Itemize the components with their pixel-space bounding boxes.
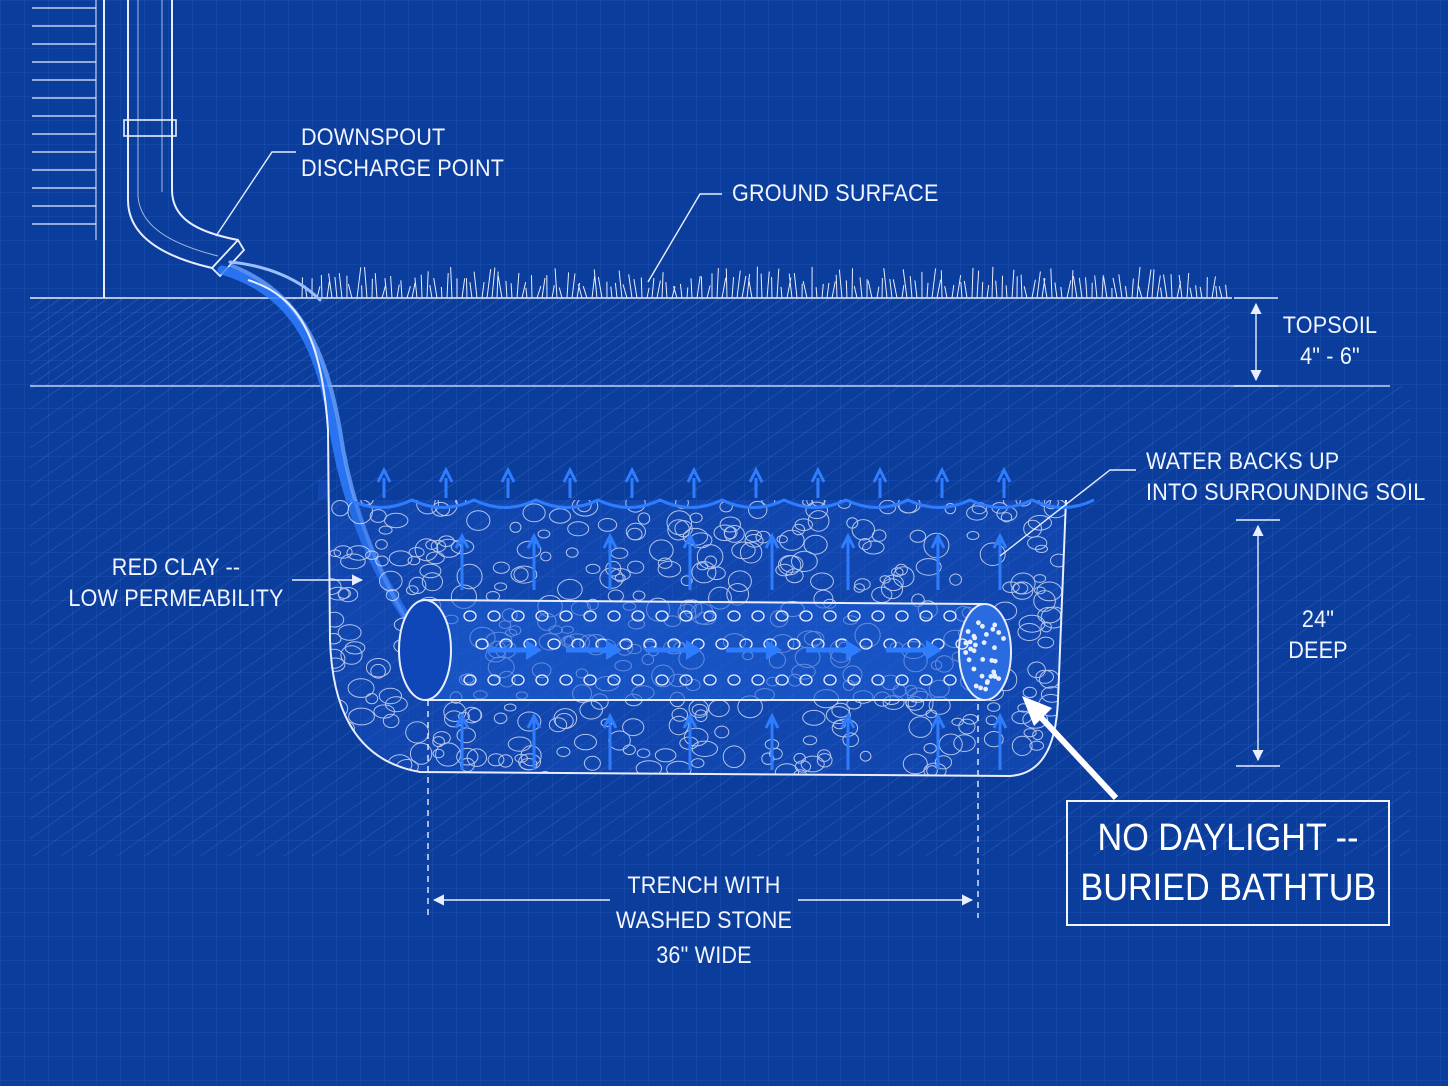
topsoil-dimension xyxy=(1234,297,1278,387)
water-level-line xyxy=(349,498,1095,509)
no-daylight-callout: NO DAYLIGHT -- BURIED BATHTUB xyxy=(1066,800,1390,926)
house-wall xyxy=(32,0,105,298)
water-backs-up-label: WATER BACKS UP INTO SURROUNDING SOIL xyxy=(1146,448,1426,506)
rising-water-arrows xyxy=(376,466,1012,498)
depth-dimension xyxy=(1236,519,1280,767)
topsoil-hatch xyxy=(30,298,1230,386)
grass xyxy=(301,266,1228,299)
downspout-label: DOWNSPOUT DISCHARGE POINT xyxy=(301,124,505,182)
leader-lines xyxy=(215,151,1136,586)
perforated-pipe xyxy=(398,599,1012,701)
downspout xyxy=(123,0,246,278)
trench-label: TRENCH WITH WASHED STONE 36" WIDE xyxy=(615,872,793,969)
ground-surface-label: GROUND SURFACE xyxy=(732,180,939,207)
callout-arrow xyxy=(1022,696,1119,801)
trench-outline xyxy=(247,279,1067,778)
topsoil-label: TOPSOIL 4" - 6" xyxy=(1282,312,1378,370)
red-clay-label: RED CLAY -- LOW PERMEABILITY xyxy=(68,554,284,612)
width-dimension xyxy=(427,700,979,918)
depth-label: 24" DEEP xyxy=(1288,606,1348,664)
